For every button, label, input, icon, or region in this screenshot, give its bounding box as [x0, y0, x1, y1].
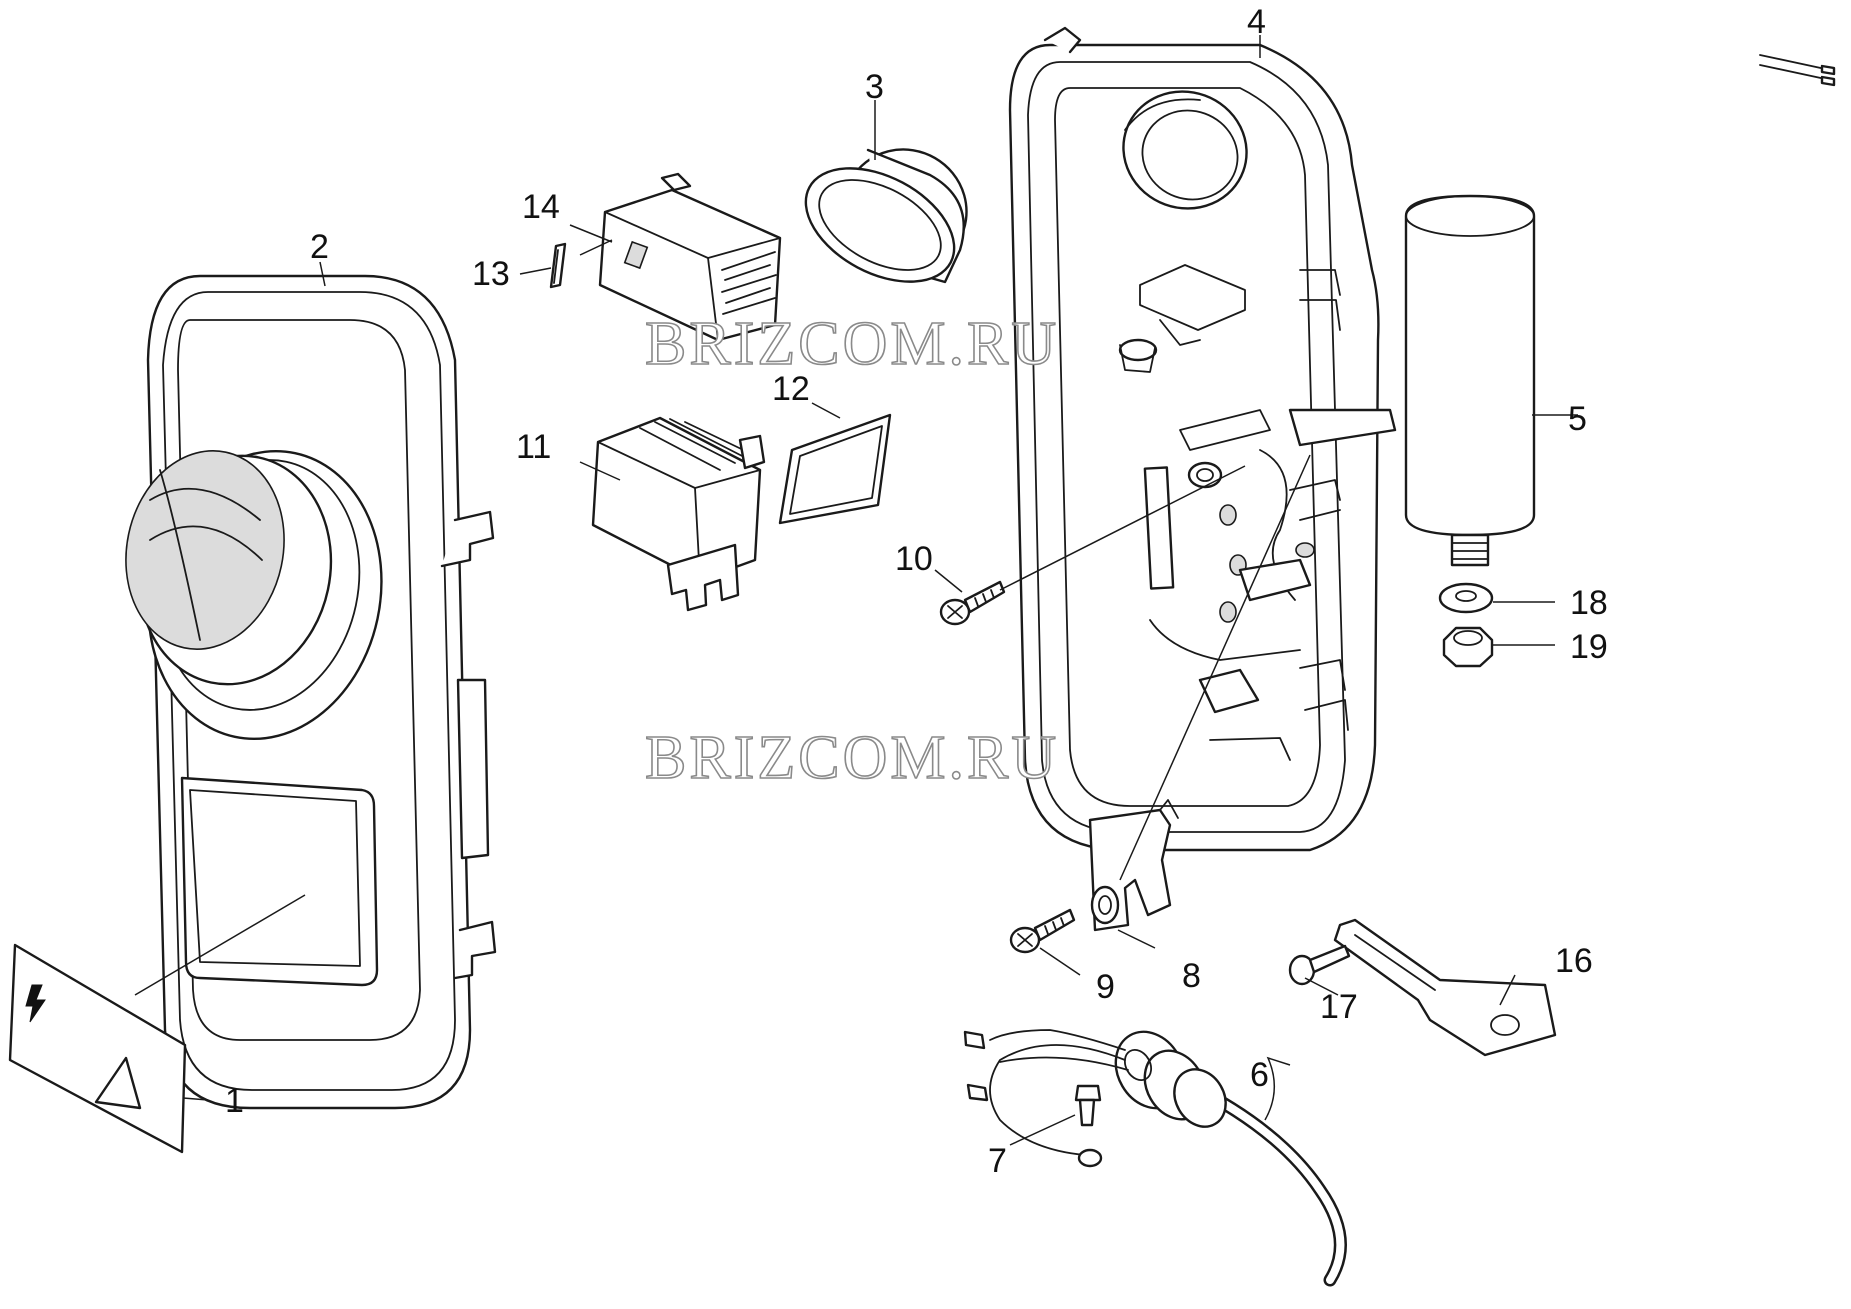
part-7-ground-screw: [1074, 1084, 1102, 1127]
watermark-top: BRIZCOM.RU: [645, 310, 1059, 378]
part-16-plate: [1333, 918, 1557, 1057]
callout-4: 4: [1247, 3, 1266, 41]
callout-14: 14: [522, 188, 560, 226]
callout-11: 11: [516, 428, 551, 466]
callout-13: 13: [472, 255, 510, 293]
part-4-housing: [1008, 26, 1397, 852]
part-9-screw: [1009, 908, 1076, 954]
callout-10: 10: [895, 540, 933, 578]
part-14-relay: [598, 172, 782, 342]
part-17-screw: [1288, 944, 1351, 986]
part-1-warning-label: [8, 943, 187, 1154]
callout-18: 18: [1570, 584, 1608, 622]
high-voltage-warning-icon: [25, 984, 46, 1023]
callout-3: 3: [865, 68, 884, 106]
part-5-capacitor: [1404, 29, 1836, 567]
leader-lines: [134, 35, 1578, 1146]
part-6-cable-grommet: [963, 1029, 1347, 1287]
watermark-bottom: BRIZCOM.RU: [645, 724, 1059, 792]
part-12-sticker: [778, 413, 892, 525]
callout-5: 5: [1568, 400, 1587, 438]
part-10-screw: [939, 580, 1006, 626]
part-13-pin: [549, 242, 567, 289]
part-8-bracket: [1088, 799, 1179, 932]
callout-17: 17: [1320, 988, 1358, 1026]
callout-7: 7: [988, 1142, 1007, 1180]
part-11-terminal-block: [591, 416, 766, 612]
callout-6: 6: [1250, 1056, 1269, 1094]
part-19-nut: [1442, 626, 1494, 668]
part-18-washer: [1438, 582, 1494, 614]
callout-16: 16: [1555, 942, 1593, 980]
callout-labels: 1 2 3 4 5 6 7 8 9 10 11 12 13 14 16 17 1…: [225, 3, 1608, 1180]
callout-12: 12: [772, 370, 810, 408]
part-2-front-cover: [125, 274, 497, 1110]
callout-9: 9: [1096, 968, 1115, 1006]
part-3-oval-grommet: [804, 148, 968, 284]
callout-1: 1: [225, 1082, 244, 1120]
callout-19: 19: [1570, 628, 1608, 666]
callout-2: 2: [310, 228, 329, 266]
warning-triangle-icon: [94, 1056, 142, 1110]
callout-8: 8: [1182, 957, 1201, 995]
